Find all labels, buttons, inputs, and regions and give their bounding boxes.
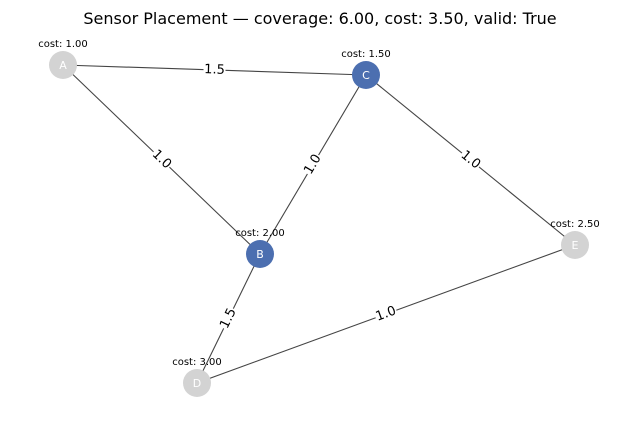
node-id-label: C bbox=[362, 69, 370, 82]
node-cost-label: cost: 1.50 bbox=[341, 49, 391, 60]
unselected-node bbox=[49, 51, 77, 79]
unselected-node bbox=[183, 369, 211, 397]
edge-weight-label: 1.5 bbox=[217, 306, 240, 331]
edge-label-background bbox=[300, 150, 326, 179]
edge-weight-label: 1.0 bbox=[301, 152, 324, 177]
edge-label-background bbox=[148, 146, 175, 173]
edges-layer bbox=[62, 64, 576, 384]
edge-label-group: 1.0 bbox=[372, 302, 400, 326]
figure-title: Sensor Placement — coverage: 6.00, cost:… bbox=[83, 9, 556, 28]
edge-label-background bbox=[203, 61, 226, 79]
node-id-label: D bbox=[193, 377, 201, 390]
node-id-label: E bbox=[572, 239, 579, 252]
node-id-label: B bbox=[256, 248, 264, 261]
node-cost-label: cost: 2.50 bbox=[550, 219, 600, 230]
edge-label-group: 1.0 bbox=[456, 146, 485, 174]
selected-sensor-node bbox=[246, 240, 274, 268]
edge-label-background bbox=[456, 146, 485, 174]
node-id-label: A bbox=[59, 59, 67, 72]
node-cost-label: cost: 2.00 bbox=[235, 228, 285, 239]
edge-label-background bbox=[216, 305, 241, 332]
node-cost-label: cost: 3.00 bbox=[172, 357, 222, 368]
edge-label-background bbox=[372, 302, 400, 326]
unselected-node bbox=[561, 231, 589, 259]
edge-weight-label: 1.5 bbox=[204, 62, 225, 78]
edge-weight-label: 1.0 bbox=[374, 303, 399, 324]
edge-label-group: 1.0 bbox=[300, 150, 326, 179]
selected-sensor-node bbox=[352, 61, 380, 89]
node-cost-label: cost: 1.00 bbox=[38, 39, 88, 50]
edge-label-group: 1.5 bbox=[216, 305, 241, 332]
edge-weight-label: 1.0 bbox=[458, 148, 484, 173]
edge-label-group: 1.5 bbox=[203, 61, 226, 79]
